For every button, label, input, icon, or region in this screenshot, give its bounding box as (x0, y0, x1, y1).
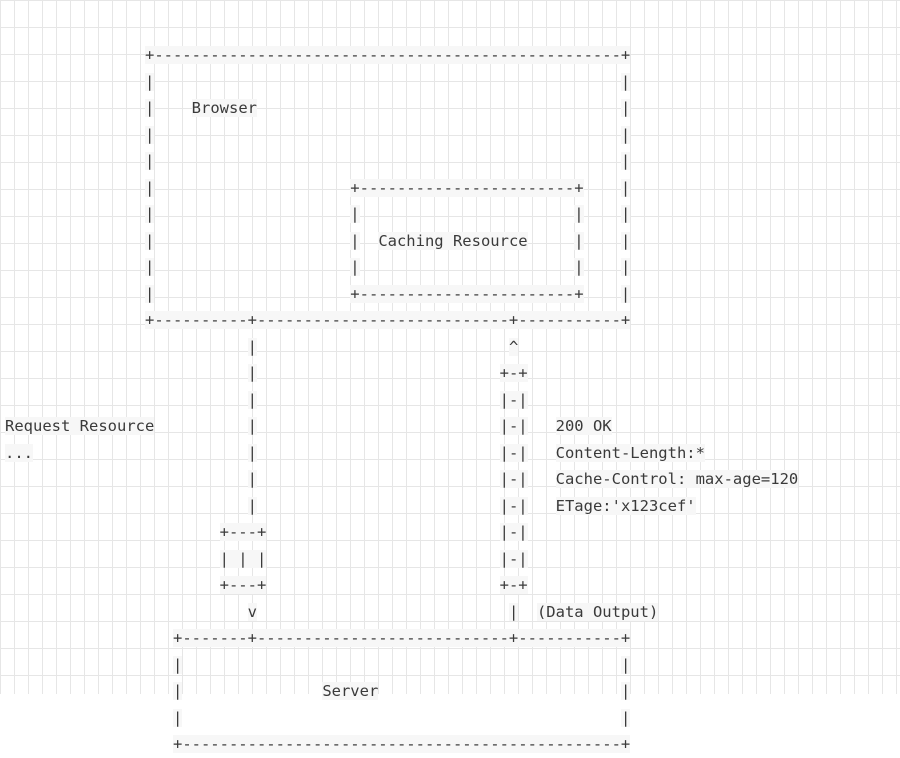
ascii-line: | ^ (247, 337, 519, 356)
ascii-line: | +-+ (247, 364, 528, 382)
ascii-line: +---------------------------------------… (172, 735, 631, 753)
ascii-line: | | (144, 152, 631, 170)
ascii-line: | |-| Cache-Control: max-age=120 (247, 470, 799, 488)
ascii-line: | Browser | (144, 99, 631, 117)
ascii-line: +---+ |-| (219, 523, 528, 541)
ascii-line: | | | | (144, 205, 631, 223)
ascii-line: | | | | (144, 258, 631, 276)
ascii-line: | |-| (247, 390, 528, 409)
ascii-line: | | | |-| (219, 549, 528, 568)
ascii-line: | | Caching Resource | | (144, 231, 631, 250)
ascii-line: | +-----------------------+ | (144, 284, 631, 303)
ascii-line: +----------+---------------------------+… (144, 311, 631, 329)
ascii-line: | | (172, 655, 631, 674)
ascii-diagram: +---------------------------------------… (5, 42, 799, 758)
ascii-line: | +-----------------------+ | (144, 178, 631, 197)
ascii-line: v | (Data Output) (247, 602, 659, 621)
ascii-line: ... | |-| Content-Length:* (5, 443, 705, 462)
ascii-line: +---+ +-+ (219, 576, 528, 594)
ascii-line: | | (144, 125, 631, 144)
ascii-line: +---------------------------------------… (144, 46, 631, 64)
ascii-line: +-------+---------------------------+---… (172, 629, 631, 647)
ascii-line: | Server | (172, 682, 631, 700)
ascii-line: | | (172, 708, 631, 727)
ascii-line: | | (144, 72, 631, 91)
ascii-line: | |-| ETage:'x123cef' (247, 496, 696, 515)
ascii-line: Request Resource | |-| 200 OK (5, 417, 612, 435)
